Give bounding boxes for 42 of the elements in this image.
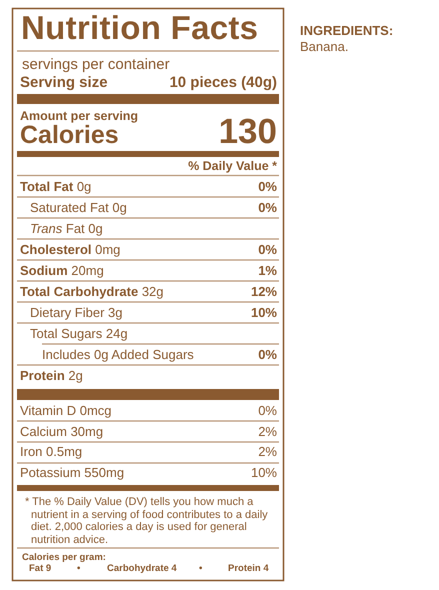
- nutrient-text: Sodium 20mg: [20, 264, 104, 277]
- percent-value: 0%: [258, 243, 277, 256]
- percent-value: 0%: [258, 404, 277, 417]
- footnote-text: * The % Daily Value (DV) tells you how much a nutrient in a serving of food contributes to a daily diet. 2,000 calories a day is used for general nutrition advice.: [25, 496, 269, 546]
- nutrient-text: Calcium 30mg: [20, 425, 104, 438]
- percent-value: 2%: [258, 425, 277, 438]
- nutrient-text: Dietary Fiber 3g: [30, 306, 122, 319]
- fat-calories: Fat 9: [29, 564, 52, 574]
- bullet-separator: •: [77, 564, 80, 574]
- nutrient-text: Trans Fat 0g: [30, 222, 103, 235]
- percent-value: 0%: [258, 201, 277, 214]
- nutrient-text: Saturated Fat 0g: [30, 201, 127, 214]
- nutrient-text: Iron 0.5mg: [20, 445, 82, 458]
- ingredients-heading: INGREDIENTS:: [300, 24, 394, 37]
- percent-value: 0%: [258, 180, 277, 193]
- percent-value: 12%: [250, 285, 277, 298]
- nutrient-text: Total Sugars 24g: [30, 327, 128, 340]
- percent-value: 2%: [258, 445, 277, 458]
- calories-value: 130: [218, 114, 277, 149]
- nutrient-text: Includes 0g Added Sugars: [42, 348, 194, 361]
- carbohydrate-calories: Carbohydrate 4: [107, 564, 177, 574]
- percent-value: 10%: [250, 466, 277, 479]
- bullet-separator: •: [199, 564, 202, 574]
- calories-per-gram-heading: Calories per gram:: [22, 553, 106, 562]
- label-title: Nutrition Facts: [21, 11, 258, 44]
- serving-size-label: Serving size: [20, 75, 108, 90]
- protein-calories: Protein 4: [228, 564, 269, 574]
- nutrient-text: Total Carbohydrate 32g: [20, 285, 164, 298]
- percent-value: 10%: [250, 306, 277, 319]
- servings-text: servings per container: [22, 57, 170, 72]
- percent-value: 1%: [258, 264, 277, 277]
- calories-label: Calories: [20, 123, 119, 148]
- nutrient-text: Cholesterol 0mg: [20, 243, 120, 256]
- percent-value: 0%: [258, 348, 277, 361]
- amount-heading: Amount per serving: [20, 110, 138, 122]
- nutrient-text: Potassium 550mg: [20, 466, 124, 479]
- serving-size-value: 10 pieces (40g): [169, 75, 277, 90]
- nutrient-text: Total Fat 0g: [20, 180, 92, 193]
- nutrient-text: Vitamin D 0mcg: [20, 404, 112, 417]
- daily-value-heading: % Daily Value *: [188, 160, 277, 172]
- nutrient-text: Protein 2g: [20, 369, 83, 382]
- ingredients-text: Banana.: [300, 40, 348, 53]
